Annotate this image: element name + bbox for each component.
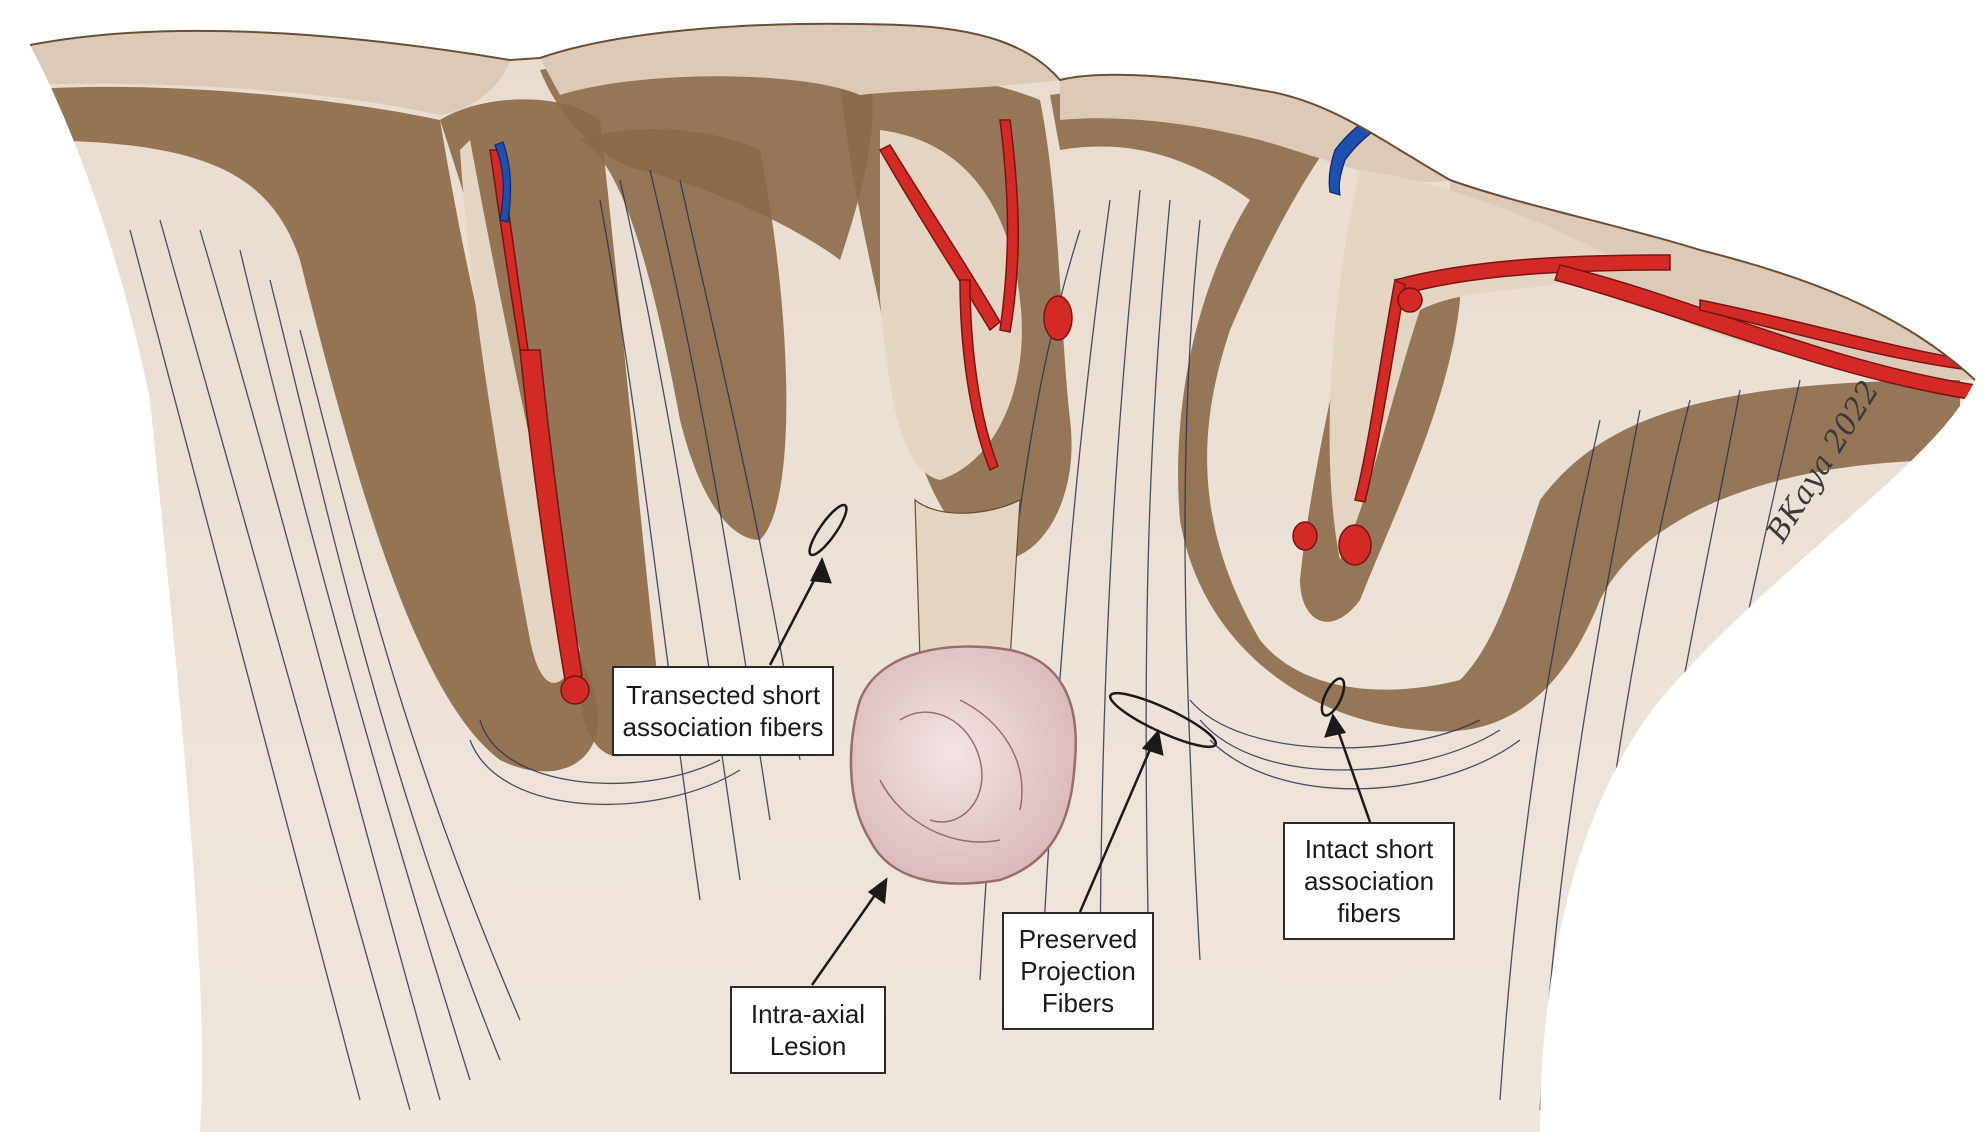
label-intra-axial-lesion: Intra-axial Lesion <box>730 986 886 1074</box>
label-preserved-projection-fibers: Preserved Projection Fibers <box>1002 912 1154 1030</box>
artery-icon <box>489 119 1975 705</box>
cortical-surface <box>30 23 1975 683</box>
intra-axial-lesion <box>849 645 1077 885</box>
label-line: association fibers <box>622 712 824 742</box>
label-intact-short-association-fibers: Intact short association fibers <box>1283 822 1455 940</box>
label-line: association <box>1303 866 1435 896</box>
label-line: Intra-axial <box>750 999 866 1029</box>
transected-fibers-marker <box>808 503 848 557</box>
label-line: fibers <box>1337 898 1401 928</box>
label-line: Transected short <box>625 680 821 710</box>
label-line: Preserved <box>1018 924 1138 954</box>
callout-arrows <box>768 556 1372 986</box>
label-line: Projection <box>1020 956 1136 986</box>
label-line: Lesion <box>769 1031 847 1061</box>
resection-column <box>914 498 1021 671</box>
tissue-outline <box>29 22 1976 381</box>
label-transected-short-association-fibers: Transected short association fibers <box>612 666 834 756</box>
label-line: Fibers <box>1041 988 1115 1018</box>
intact-fibers-marker <box>1320 677 1346 717</box>
label-line: Intact short <box>1304 834 1434 864</box>
